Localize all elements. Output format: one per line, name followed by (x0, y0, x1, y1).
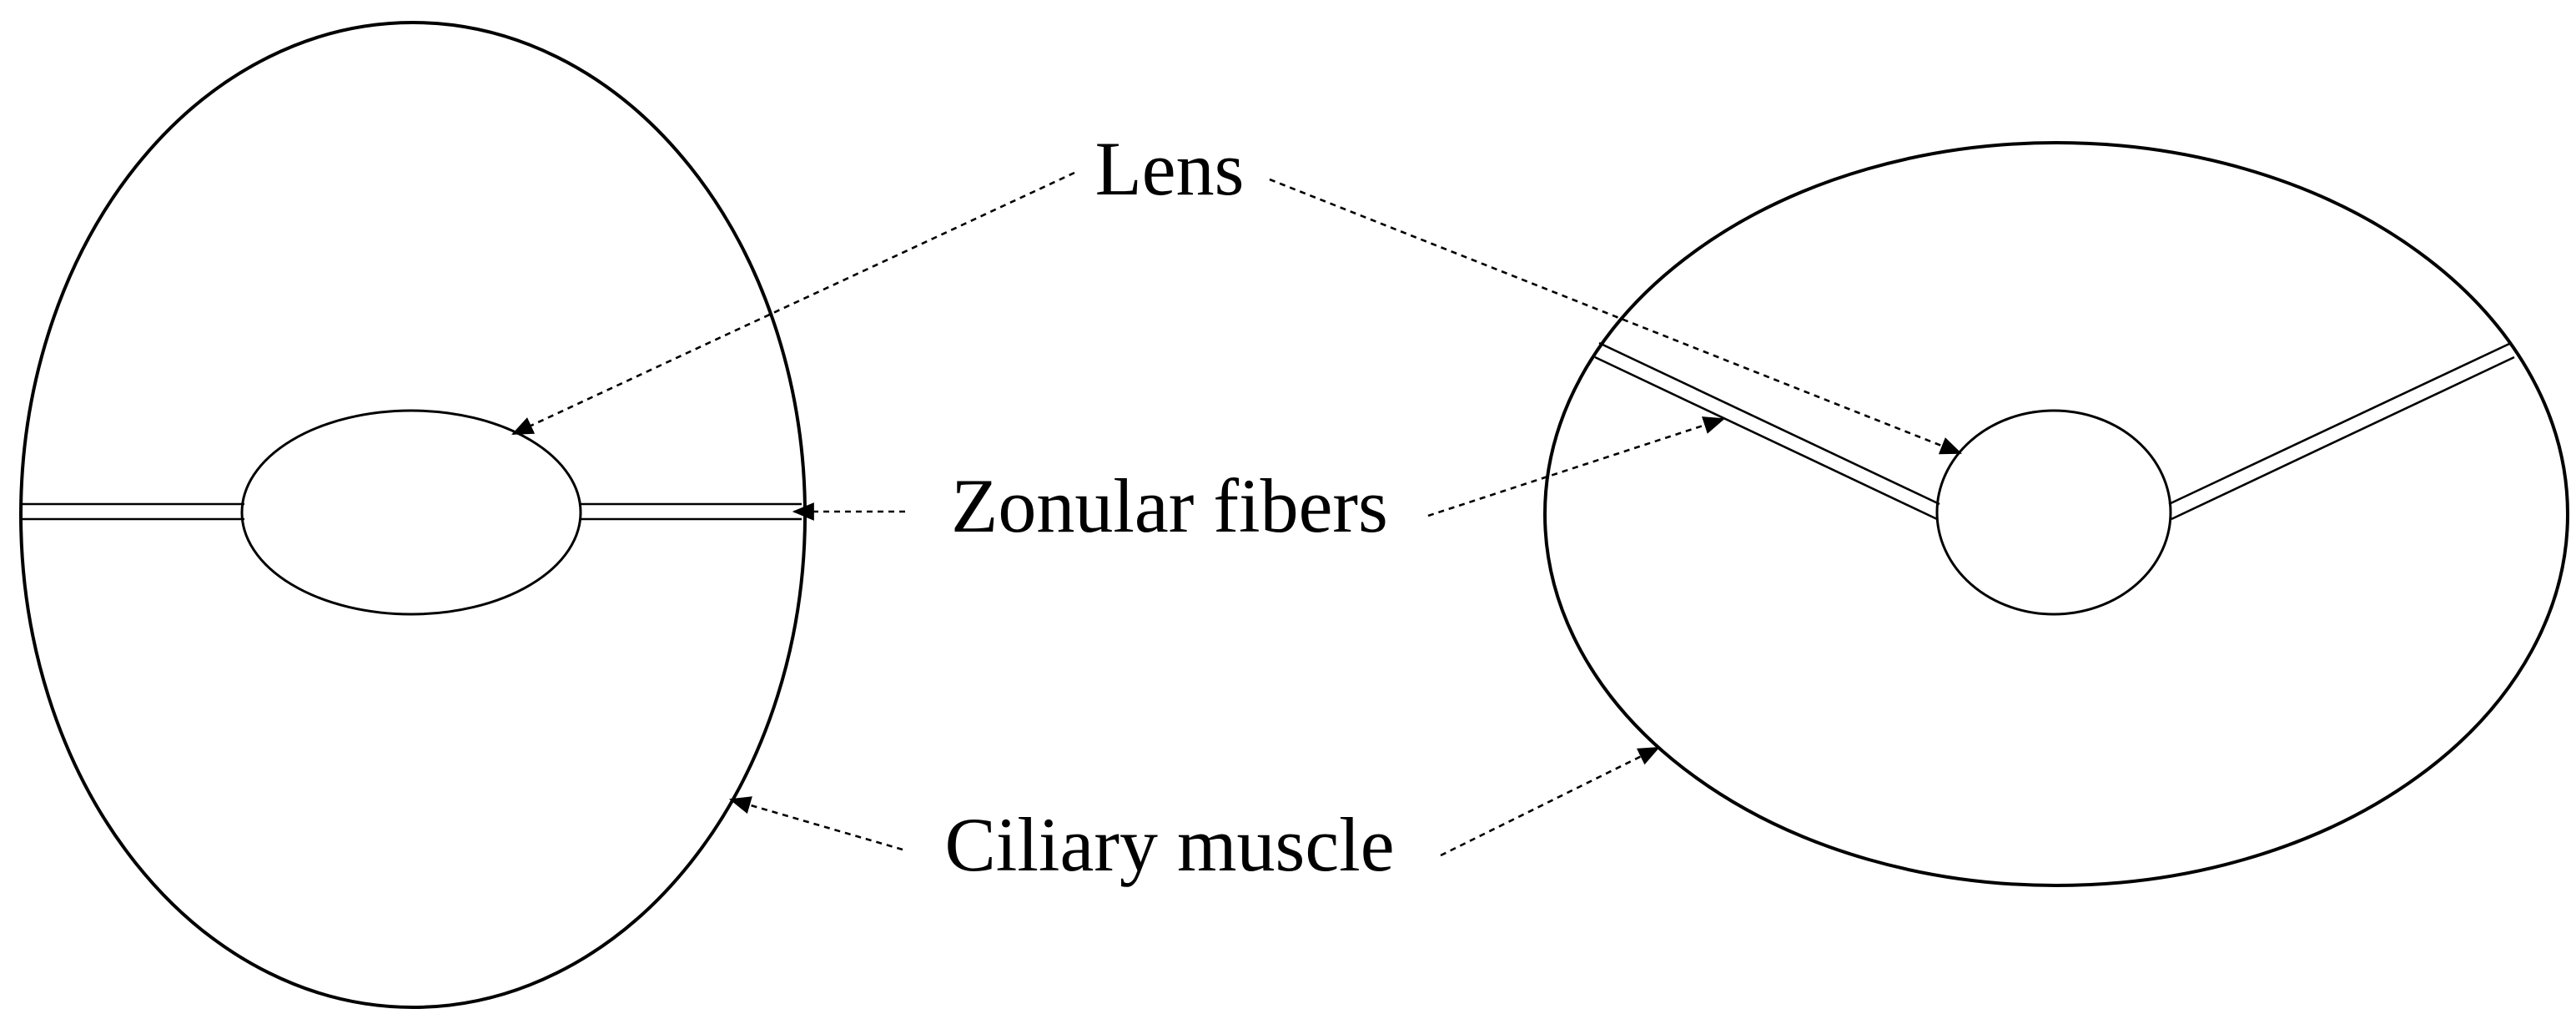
ciliary-muscle-label: Ciliary muscle (944, 802, 1394, 887)
right-zonular-fibers (1594, 341, 2515, 521)
left-zonular-fibers (22, 502, 802, 521)
ciliary-muscle-arrow-left (728, 796, 903, 851)
right-lens (1935, 409, 2172, 616)
ciliary-muscle-arrow-right (1440, 746, 1660, 857)
left-ciliary-muscle (19, 21, 807, 1009)
left-eye-illustration (19, 21, 807, 1009)
right-ciliary-muscle (1543, 141, 2569, 887)
lens-label: Lens (1095, 126, 1245, 211)
lens-arrow-left (511, 171, 1075, 436)
leader-arrows (511, 171, 1963, 857)
right-eye-illustration (1543, 141, 2569, 887)
left-lens (240, 409, 582, 616)
lens-arrow-right (1269, 178, 1963, 455)
zonular-fibers-arrow-right (1427, 416, 1726, 517)
zonular-fibers-label: Zonular fibers (951, 463, 1388, 548)
